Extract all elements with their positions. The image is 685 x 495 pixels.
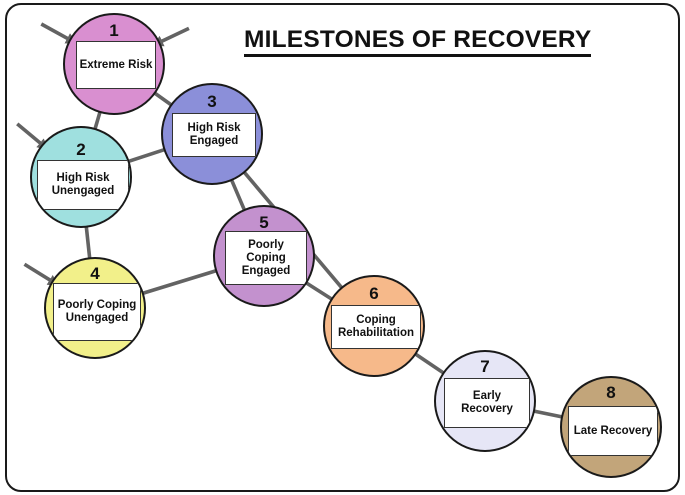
milestone-2: 2 High Risk Unengaged: [30, 126, 132, 228]
milestone-3-label: High Risk Engaged: [172, 113, 256, 157]
milestone-8-number: 8: [606, 383, 616, 402]
milestone-2-number: 2: [76, 140, 86, 159]
milestone-4: 4 Poorly Coping Unengaged: [44, 257, 146, 359]
milestone-2-label: High Risk Unengaged: [37, 160, 129, 210]
milestone-3: 3 High Risk Engaged: [161, 83, 263, 185]
milestone-1-label: Extreme Risk: [76, 41, 156, 89]
milestone-7-label: Early Recovery: [444, 378, 530, 428]
diagram-title: MILESTONES OF RECOVERY: [244, 27, 592, 57]
milestone-5-number: 5: [259, 213, 269, 232]
milestone-1: 1 Extreme Risk: [63, 13, 165, 115]
milestone-5: 5 Poorly Coping Engaged: [213, 205, 315, 307]
milestone-7: 7 Early Recovery: [434, 350, 536, 452]
milestone-8: 8 Late Recovery: [560, 376, 662, 478]
arrow-4-to-5: [129, 264, 230, 300]
milestone-3-number: 3: [207, 92, 217, 111]
milestone-6-number: 6: [369, 284, 379, 303]
milestone-6-label: Coping Rehabilitation: [331, 305, 421, 349]
milestone-1-number: 1: [109, 21, 119, 40]
milestone-4-label: Poorly Coping Unengaged: [53, 283, 141, 341]
milestone-6: 6 Coping Rehabilitation: [323, 275, 425, 377]
milestone-5-label: Poorly Coping Engaged: [225, 231, 307, 285]
milestone-8-label: Late Recovery: [568, 406, 658, 456]
milestone-4-number: 4: [90, 264, 100, 283]
milestone-7-number: 7: [480, 357, 490, 376]
